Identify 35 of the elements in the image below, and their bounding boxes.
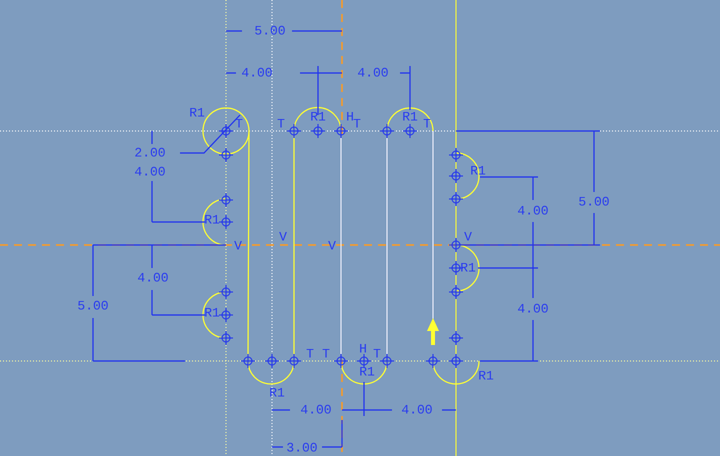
sketch-annotation: R1 [478,370,494,382]
sketch-annotation: T [235,118,243,130]
sketch-annotation: R1 [402,110,418,124]
sketch-annotation: H [346,110,354,124]
sketch-annotation: R1 [269,386,285,400]
sketch-annotation: 4.00 [300,404,332,416]
sketch-annotation: 4.00 [134,166,166,178]
sketch-annotation: T [277,118,285,130]
sketch-annotation: R1 [310,110,326,124]
sketch-annotation: 3.00 [286,442,318,454]
sketch-annotation: 2.00 [134,146,166,160]
sketch-annotation: T [353,118,361,130]
sketch-annotation: T [373,348,381,360]
sketch-annotation: H [359,342,367,356]
sketch-annotation: 4.00 [517,302,549,316]
sketch-annotation: 5.00 [254,24,286,38]
sketch-annotation: R1 [204,214,220,226]
sketch-annotation: R1 [204,306,220,320]
sketch-annotation: R1 [460,262,476,274]
sketch-annotation: T [423,118,431,130]
sketch-annotation: V [279,230,287,244]
sketch-annotation: 4.00 [517,204,549,218]
sketch-annotation: 4.00 [401,404,433,416]
sketch-annotation: T [306,348,314,360]
sketch-annotation: R1 [359,366,375,378]
sketch-annotation: V [328,240,336,252]
sketch-annotation: 5.00 [77,300,109,312]
sketch-annotation: V [464,230,472,244]
sketch-annotation: R1 [189,106,205,120]
sketch-annotation: V [234,240,242,252]
sketch-annotation: 4.00 [357,66,389,80]
sketch-annotation: 4.00 [241,66,273,80]
sketch-annotation: 4.00 [137,272,169,284]
sketch-annotation: 5.00 [578,196,610,208]
sketch-annotation: T [322,348,330,360]
